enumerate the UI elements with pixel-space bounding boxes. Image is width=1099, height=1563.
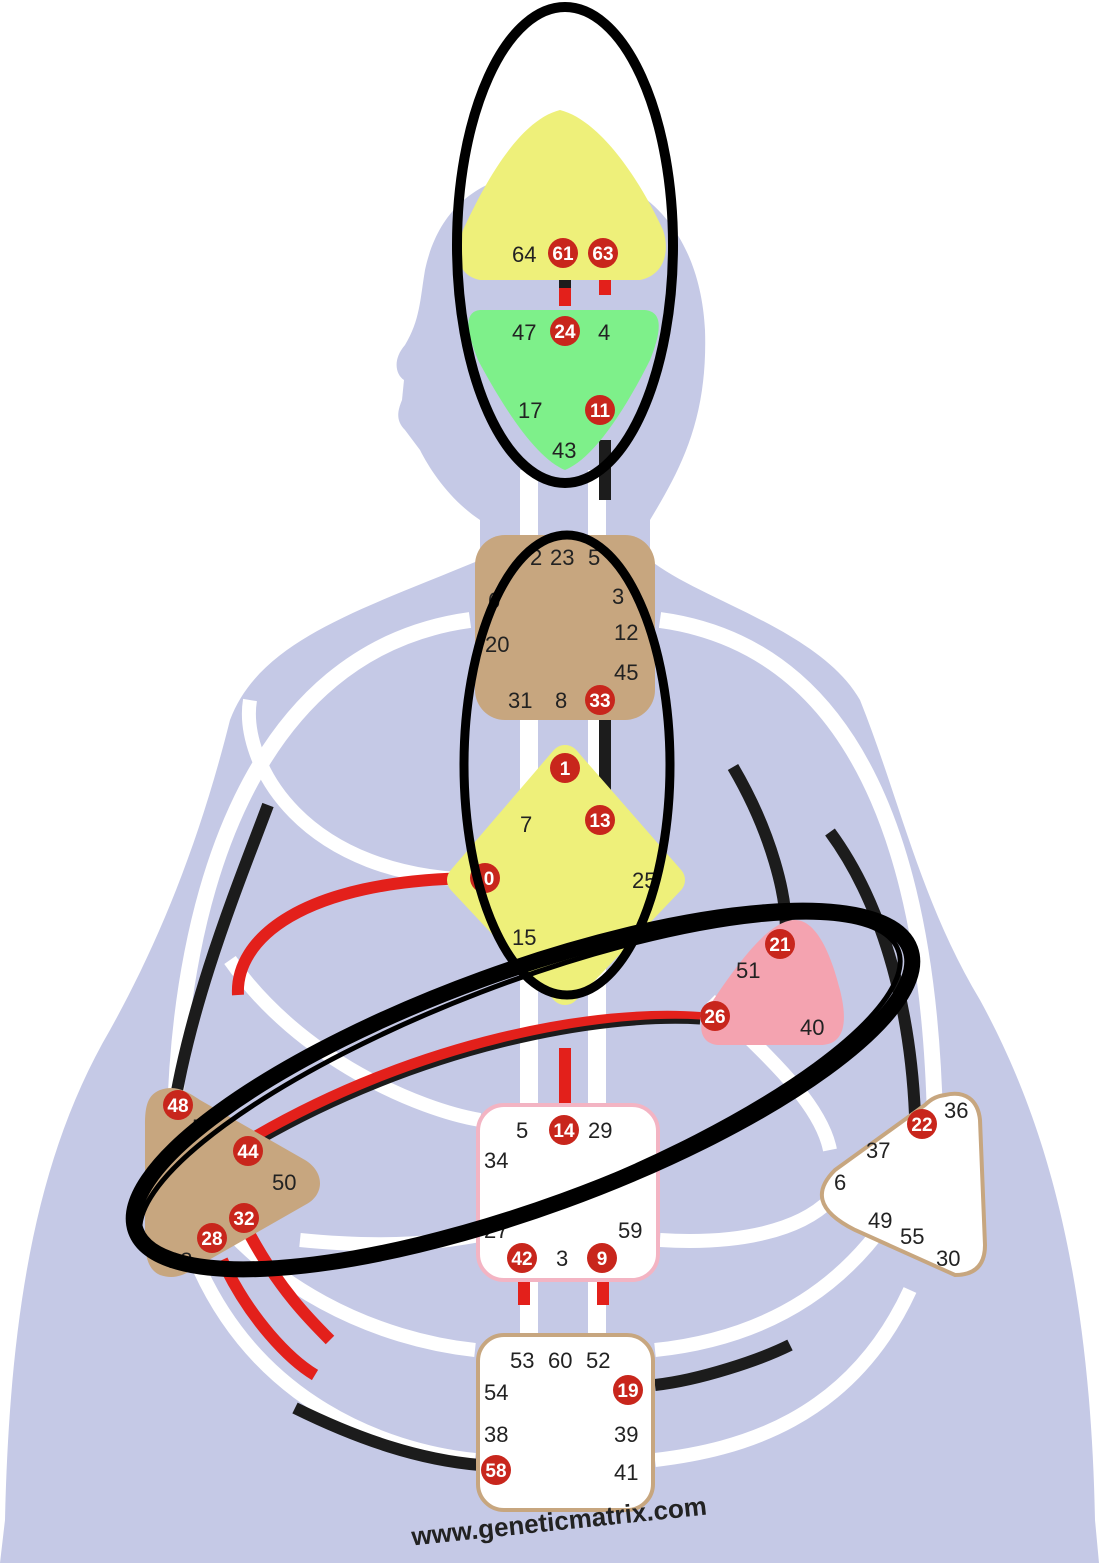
gate-19-value: 19 [617, 1381, 638, 1402]
gate-38-label: 38 [484, 1422, 508, 1447]
gate-48-value: 48 [167, 1096, 188, 1117]
gate-20-label: 20 [485, 632, 509, 657]
gate-17-label: 17 [518, 398, 542, 423]
gate-3-label: 3 [556, 1246, 568, 1271]
gate-59-label: 59 [618, 1218, 642, 1243]
gate-8-label: 8 [555, 688, 567, 713]
gate-7-label: 7 [520, 812, 532, 837]
gate-26-value: 26 [704, 1007, 725, 1028]
gate-64-label: 64 [512, 242, 536, 267]
gate-41-label: 41 [614, 1460, 638, 1485]
gate-37-label: 37 [866, 1138, 890, 1163]
gate-5-label: 5 [516, 1118, 528, 1143]
gate-39-label: 39 [614, 1422, 638, 1447]
gate-40-label: 40 [800, 1015, 824, 1040]
gate-36-label: 36 [944, 1098, 968, 1123]
gate-10-value: 0 [484, 869, 495, 890]
gate-43-label: 43 [552, 438, 576, 463]
gate-60-label: 60 [548, 1348, 572, 1373]
gate-13-value: 13 [589, 811, 610, 832]
gate-31-label: 31 [508, 688, 532, 713]
gate-54-label: 54 [484, 1380, 508, 1405]
gate-55-label: 55 [900, 1224, 924, 1249]
gate-28-value: 28 [201, 1229, 222, 1250]
gate-42-value: 42 [511, 1249, 532, 1270]
gate-4-label: 4 [598, 320, 610, 345]
gate-11-value: 11 [590, 401, 611, 422]
gate-15-label: 15 [512, 925, 536, 950]
gate-12-label: 12 [614, 620, 638, 645]
gate-33-value: 33 [589, 691, 610, 712]
gate-63-value: 63 [592, 244, 613, 265]
gate-53-label: 53 [510, 1348, 534, 1373]
gate-23-label: 23 [550, 545, 574, 570]
gate-9-value: 9 [597, 1249, 608, 1270]
gate-6-label: 6 [834, 1170, 846, 1195]
gate-49-label: 49 [868, 1208, 892, 1233]
gate-50-label: 50 [272, 1170, 296, 1195]
gate-52-label: 52 [586, 1348, 610, 1373]
gate-45-label: 45 [614, 660, 638, 685]
gate-61-value: 61 [552, 244, 574, 265]
gate-24-value: 24 [554, 322, 576, 343]
gate-22-value: 22 [911, 1115, 932, 1136]
gate-30-label: 30 [936, 1246, 960, 1271]
gate-51-label: 51 [736, 958, 760, 983]
gate-14-value: 14 [553, 1121, 575, 1142]
gate-32-value: 32 [233, 1209, 254, 1230]
gate-29-label: 29 [588, 1118, 612, 1143]
gate-34-label: 34 [484, 1148, 508, 1173]
gate-1-value: 1 [560, 759, 571, 780]
gate-44-value: 44 [237, 1142, 259, 1163]
gate-21-value: 21 [769, 935, 791, 956]
gate-47-label: 47 [512, 320, 536, 345]
gate-35-label: 3 [612, 584, 624, 609]
gate-58-value: 58 [485, 1461, 506, 1482]
